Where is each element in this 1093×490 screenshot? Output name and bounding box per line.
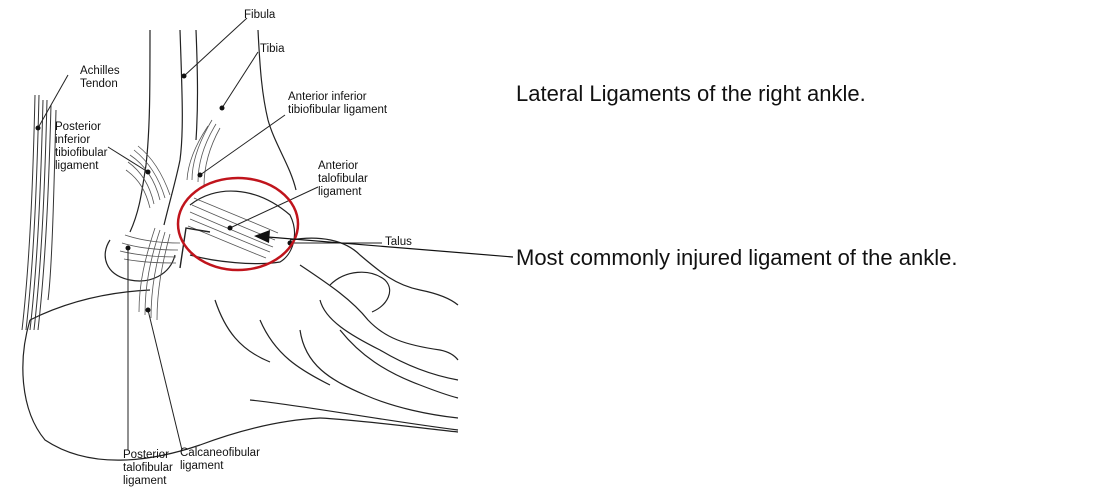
posterior-inferior-tibiofibular-ligament <box>126 146 170 208</box>
caption-most-injured: Most commonly injured ligament of the an… <box>516 245 957 271</box>
label-tibia: Tibia <box>260 43 285 56</box>
caption-title: Lateral Ligaments of the right ankle. <box>516 81 866 107</box>
label-fibula: Fibula <box>244 9 275 22</box>
fibula-bone <box>130 30 182 232</box>
label-posterior-talofibular-ligament: Posterior talofibular ligament <box>123 449 173 488</box>
anterior-inferior-tibiofibular-ligament <box>187 120 220 186</box>
anterior-talofibular-ligament <box>188 198 278 258</box>
midfoot-bones <box>215 238 458 432</box>
label-anterior-inferior-tibiofibular-ligament: Anterior inferior tibiofibular ligament <box>288 91 387 117</box>
label-calcaneofibular-ligament: Calcaneofibular ligament <box>180 447 260 473</box>
label-dots <box>36 74 293 313</box>
talus-bone <box>190 191 295 264</box>
calcaneus-bone <box>23 240 320 460</box>
label-talus: Talus <box>385 236 412 249</box>
label-achilles-tendon: Achilles Tendon <box>80 65 120 91</box>
label-anterior-talofibular-ligament: Anterior talofibular ligament <box>318 160 368 199</box>
label-posterior-inferior-tibiofibular-ligament: Posterior inferior tibiofibular ligament <box>55 121 107 173</box>
